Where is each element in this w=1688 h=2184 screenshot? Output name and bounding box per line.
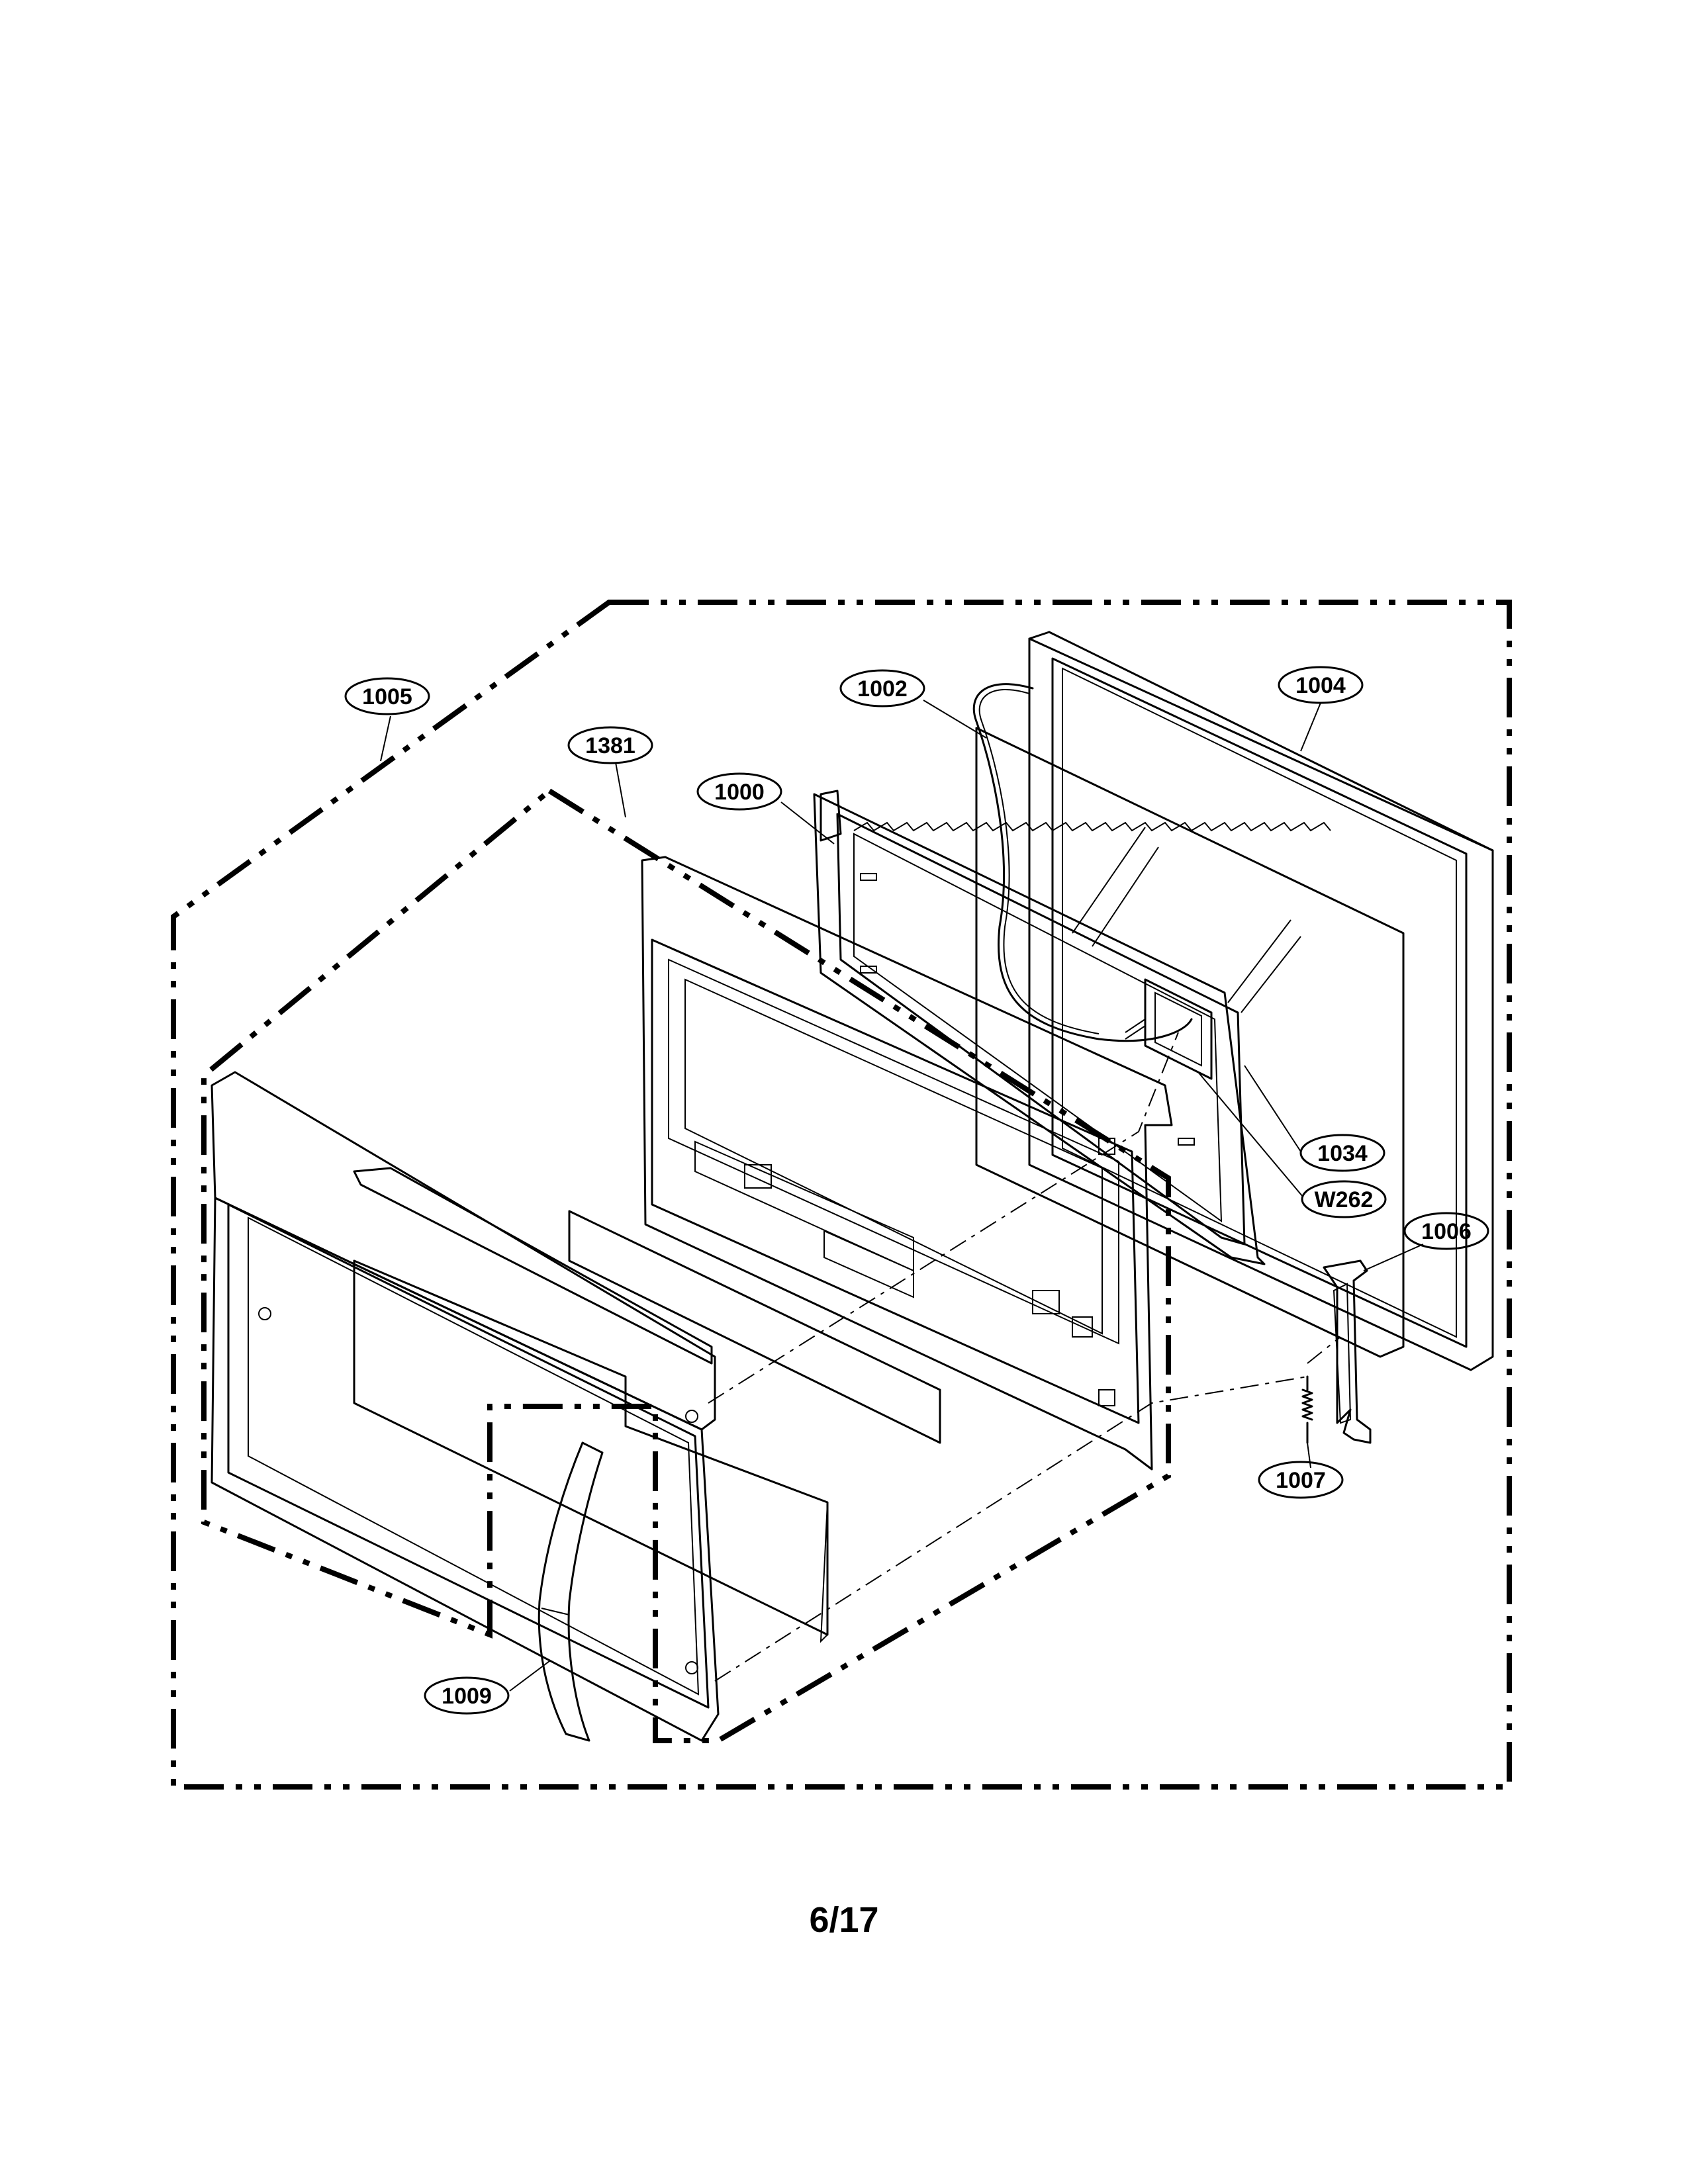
svg-text:1381: 1381 — [585, 733, 635, 758]
callout-1002: 1002 — [839, 669, 925, 707]
callout-W262: W262 — [1301, 1180, 1387, 1218]
callout-1007: 1007 — [1258, 1461, 1344, 1499]
svg-text:1005: 1005 — [362, 684, 412, 709]
upper-trim-strip — [353, 1167, 713, 1365]
svg-text:1004: 1004 — [1295, 673, 1346, 698]
assembly-centerline-lower — [714, 1376, 1308, 1682]
wire-harness — [972, 683, 1193, 1042]
door-frame — [813, 790, 1331, 1265]
svg-text:1007: 1007 — [1276, 1468, 1326, 1493]
leader-lines — [380, 700, 1424, 1692]
callout-1004: 1004 — [1278, 666, 1364, 704]
callout-1000: 1000 — [696, 772, 782, 811]
callout-1034: 1034 — [1299, 1134, 1385, 1172]
svg-text:1000: 1000 — [714, 780, 765, 805]
svg-text:1006: 1006 — [1421, 1219, 1472, 1244]
back-door-glass — [1028, 631, 1494, 1371]
svg-text:1002: 1002 — [857, 676, 908, 702]
svg-text:1009: 1009 — [442, 1684, 492, 1709]
page-number: 6/17 — [809, 1900, 879, 1940]
svg-text:W262: W262 — [1315, 1187, 1374, 1212]
outer-assembly-boundary — [171, 600, 1512, 1790]
door-handle — [538, 1441, 604, 1742]
inner-assembly-boundary — [201, 788, 1171, 1743]
door-front-cover — [211, 1071, 720, 1742]
door-front-panel — [641, 856, 1173, 1471]
latch-board — [1125, 978, 1213, 1080]
callout-1009: 1009 — [424, 1676, 510, 1715]
callout-1005: 1005 — [344, 677, 430, 715]
door-latch-hook — [1323, 1259, 1372, 1444]
callout-1381: 1381 — [567, 726, 653, 764]
callout-1006: 1006 — [1403, 1212, 1489, 1250]
door-screen — [975, 727, 1405, 1358]
assembly-centerline-upper — [708, 1032, 1179, 1404]
latch-spring — [1301, 1375, 1313, 1444]
svg-text:1034: 1034 — [1317, 1141, 1368, 1166]
outer-window-glass — [568, 1210, 941, 1444]
